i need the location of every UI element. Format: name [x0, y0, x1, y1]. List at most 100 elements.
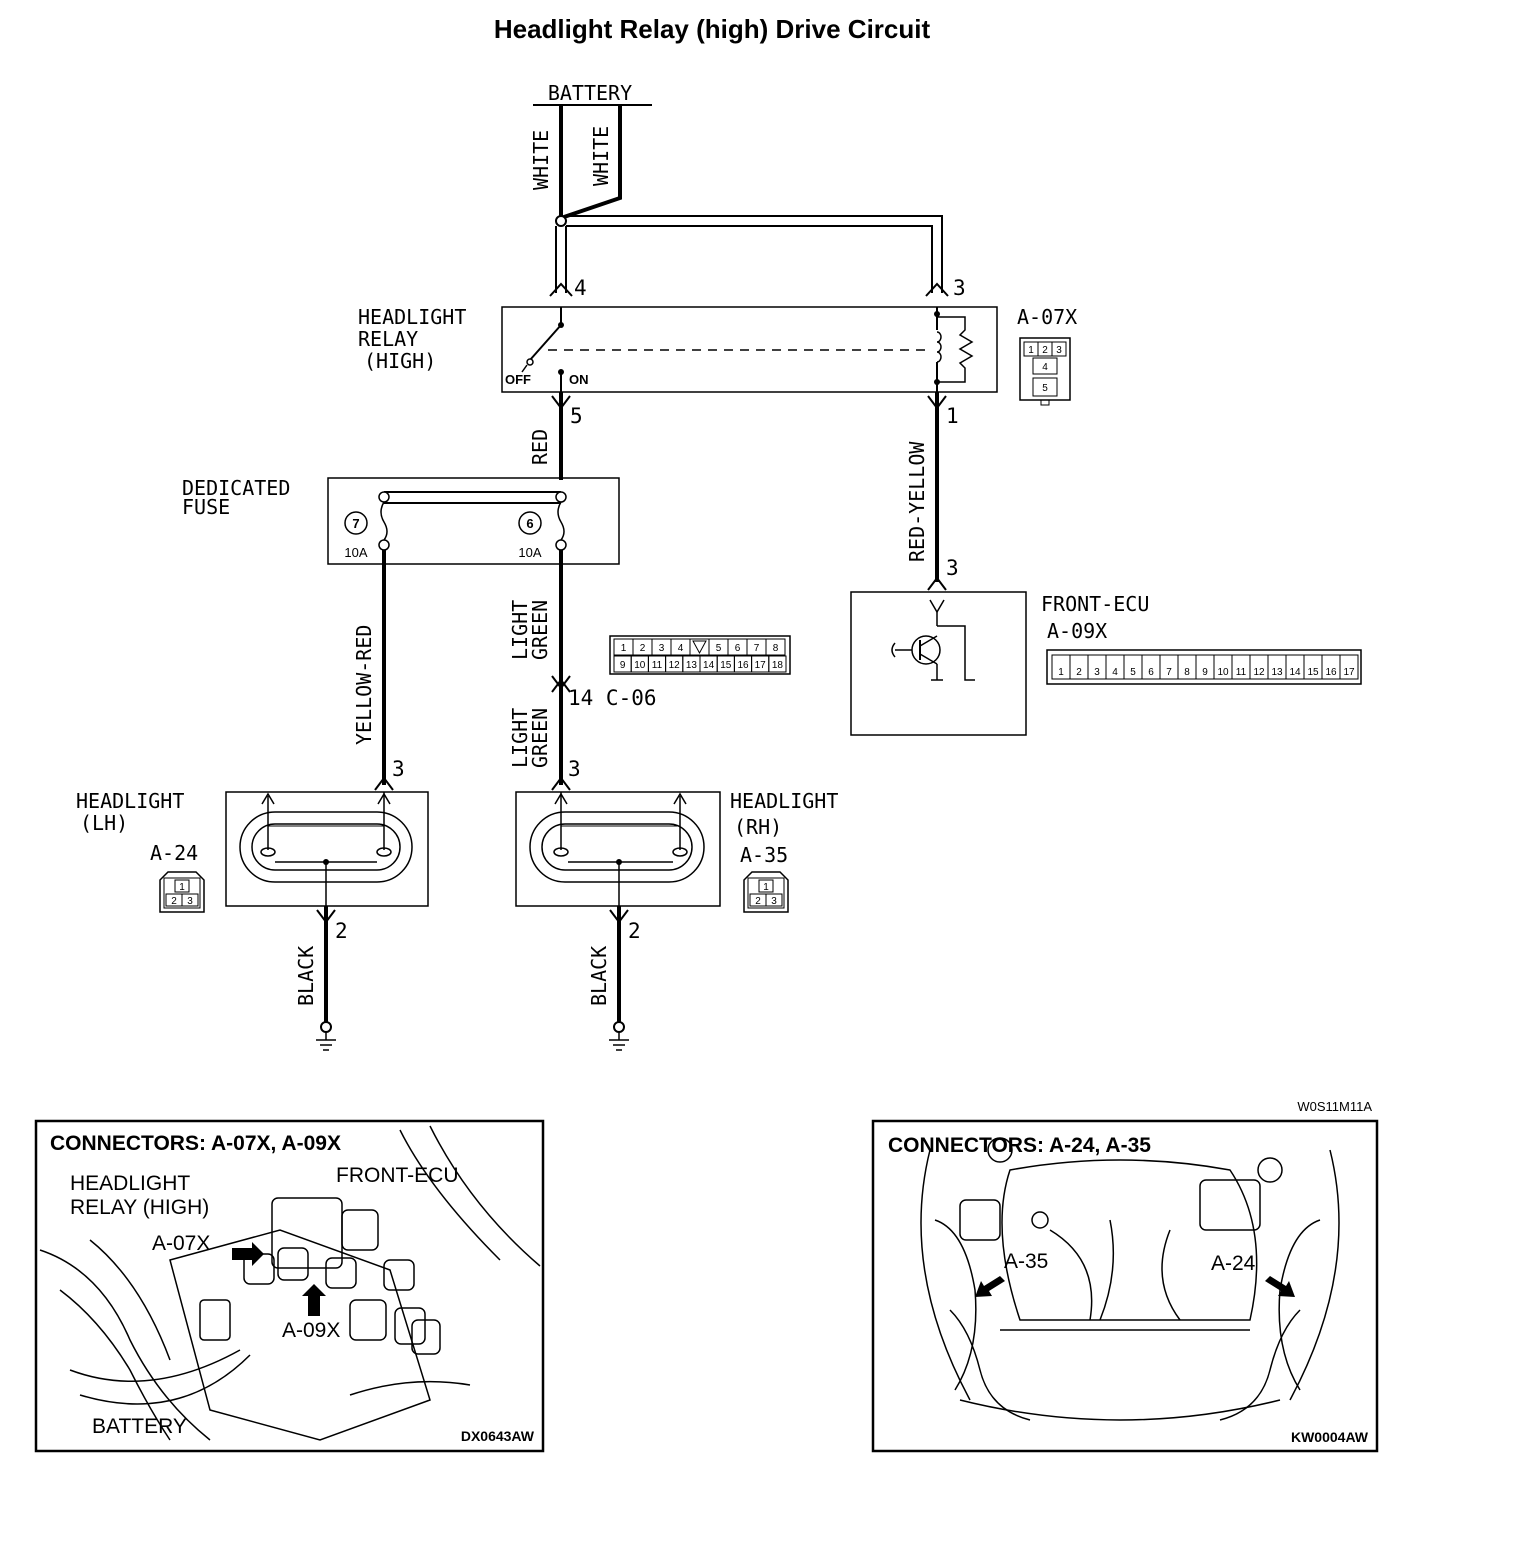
headlight-lh-label-2: (LH): [80, 811, 128, 835]
wire-label-black-rh: BLACK: [587, 946, 611, 1006]
fuse-label-line2: FUSE: [182, 495, 230, 519]
dedicated-fuse: DEDICATED FUSE 7 6 10A 10A: [182, 476, 620, 565]
c06-bot-cell-16: 16: [737, 660, 749, 671]
c06-top-cell-5: 5: [716, 643, 722, 654]
relay-pin-3: 3: [953, 276, 966, 300]
fuse-number-7: 7: [352, 516, 359, 531]
wire-label-white-2: WHITE: [589, 126, 613, 186]
rh-pin-2: 2: [628, 919, 641, 943]
a35-cell-2: 2: [755, 896, 761, 907]
black-ground-wires: 2 BLACK 2 BLACK: [294, 906, 641, 1051]
a07x-cell-3: 3: [1056, 345, 1062, 356]
a35-label: A-35: [740, 843, 788, 867]
c06-bot-cell-10: 10: [634, 660, 646, 671]
c06-bot-cell-18: 18: [772, 660, 784, 671]
c06-top-cell-box: [765, 638, 786, 656]
wire-label-light-green-bot-1: LIGHT: [508, 708, 532, 768]
headlight-rh-label-1: HEADLIGHT: [730, 789, 838, 813]
wire-label-light-green-top-1: LIGHT: [508, 600, 532, 660]
fuse-label-line1: DEDICATED: [182, 476, 290, 500]
a09x-cell-14: 14: [1289, 667, 1301, 678]
a09x-cell-3: 3: [1094, 667, 1100, 678]
c06-top-cell-8: 8: [773, 643, 779, 654]
inset-left-relay-label-2: RELAY (HIGH): [70, 1196, 209, 1219]
a07x-cell-1: 1: [1028, 345, 1034, 356]
battery-feed-wires: 4 3: [549, 215, 966, 300]
inset-connectors-a24-a35: CONNECTORS: A-24, A-35 A-35 A-24 KW0004A…: [871, 1119, 1379, 1453]
headlight-lh: HEADLIGHT (LH) A-24 1 2 3: [76, 789, 429, 913]
c06-top-cell-3: 3: [659, 643, 665, 654]
relay-label-line3: (HIGH): [364, 349, 436, 373]
diagram-title: Headlight Relay (high) Drive Circuit: [494, 14, 931, 44]
a35-cell-1: 1: [763, 882, 769, 893]
a09x-cell-11: 11: [1236, 667, 1247, 678]
inset-left-a07x-label: A-07X: [152, 1232, 210, 1255]
lh-pin-3: 3: [392, 757, 405, 781]
a24-cell-3: 3: [187, 896, 193, 907]
engine-bay-illustration-left: [39, 1125, 541, 1441]
inset-left-a09x-label: A-09X: [282, 1319, 340, 1342]
inset-right-a35-label: A-35: [1004, 1250, 1048, 1273]
a09x-label: A-09X: [1047, 619, 1107, 643]
a09x-cell-2: 2: [1076, 667, 1082, 678]
a09x-cell-17: 17: [1343, 667, 1355, 678]
a24-connector-icon: 1 2 3: [159, 871, 205, 913]
relay-label-line2: RELAY: [358, 327, 418, 351]
c06-bot-cell-14: 14: [703, 660, 715, 671]
c06-bot-cell-17: 17: [755, 660, 767, 671]
red-wire: 5 RED: [528, 392, 583, 480]
a09x-cell-6: 6: [1148, 667, 1154, 678]
a35-pointer-arrow: [975, 1276, 1005, 1297]
c06-top-cell-2: 2: [640, 643, 646, 654]
a24-cell-1: 1: [179, 882, 185, 893]
a09x-cell-15: 15: [1307, 667, 1319, 678]
c06-top-key-icon: [692, 640, 707, 655]
relay-pin-1: 1: [946, 404, 959, 428]
engine-bay-illustration-right: [920, 1137, 1340, 1421]
red-yellow-wire: 1 RED-YELLOW 3: [905, 392, 959, 591]
a07x-cell-5: 5: [1042, 383, 1048, 394]
a24-pointer-arrow: [1265, 1276, 1295, 1297]
a09x-cell-box: [1339, 654, 1359, 680]
white-wires: WHITE WHITE: [529, 105, 622, 220]
inset-right-title: CONNECTORS: A-24, A-35: [888, 1134, 1151, 1157]
inset-left-code: DX0643AW: [461, 1428, 535, 1444]
fuse-number-6: 6: [526, 516, 533, 531]
inset-right-a24-label: A-24: [1211, 1252, 1256, 1275]
a07x-label: A-07X: [1017, 305, 1077, 329]
relay-pin-4: 4: [574, 276, 587, 300]
c06-top-cell-1: 1: [621, 643, 627, 654]
a09x-cell-10: 10: [1217, 667, 1229, 678]
wire-label-white-1: WHITE: [529, 130, 553, 190]
a09x-cell-7: 7: [1166, 667, 1172, 678]
a09x-cell-5: 5: [1130, 667, 1136, 678]
a07x-cell-4: 4: [1042, 362, 1048, 373]
c06-bot-cell-12: 12: [669, 660, 681, 671]
battery-terminal: BATTERY: [533, 81, 652, 106]
a07x-pointer-arrow: [232, 1242, 264, 1266]
headlight-rh-label-2: (RH): [734, 815, 782, 839]
drawing-code: W0S11M11A: [1297, 1099, 1372, 1114]
ecu-pin-3: 3: [946, 556, 959, 580]
inset-left-battery-label: BATTERY: [92, 1415, 187, 1438]
inset-connectors-a07x-a09x: CONNECTORS: A-07X, A-09X HEADLIGHT RELAY…: [34, 1119, 545, 1453]
a09x-cell-4: 4: [1112, 667, 1118, 678]
inset-right-code: KW0004AW: [1291, 1429, 1369, 1445]
wire-label-yellow-red: YELLOW-RED: [352, 625, 376, 745]
yellow-red-wire: YELLOW-RED 3: [352, 550, 405, 791]
lh-pin-2: 2: [335, 919, 348, 943]
relay-pin-5: 5: [570, 404, 583, 428]
wire-label-black-lh: BLACK: [294, 946, 318, 1006]
inset-left-title: CONNECTORS: A-07X, A-09X: [50, 1132, 341, 1155]
light-green-wire: LIGHT GREEN LIGHT GREEN 14 C-06 3: [508, 550, 657, 791]
headlight-rh: HEADLIGHT (RH) A-35 1 2 3: [515, 789, 838, 913]
fuse-amp-7: 10A: [344, 545, 367, 560]
c06-top-cell-7: 7: [754, 643, 760, 654]
junction-c06-label: 14 C-06: [568, 686, 657, 710]
c06-bot-cell-13: 13: [686, 660, 698, 671]
inset-left-front-ecu-label: FRONT-ECU: [336, 1164, 459, 1187]
